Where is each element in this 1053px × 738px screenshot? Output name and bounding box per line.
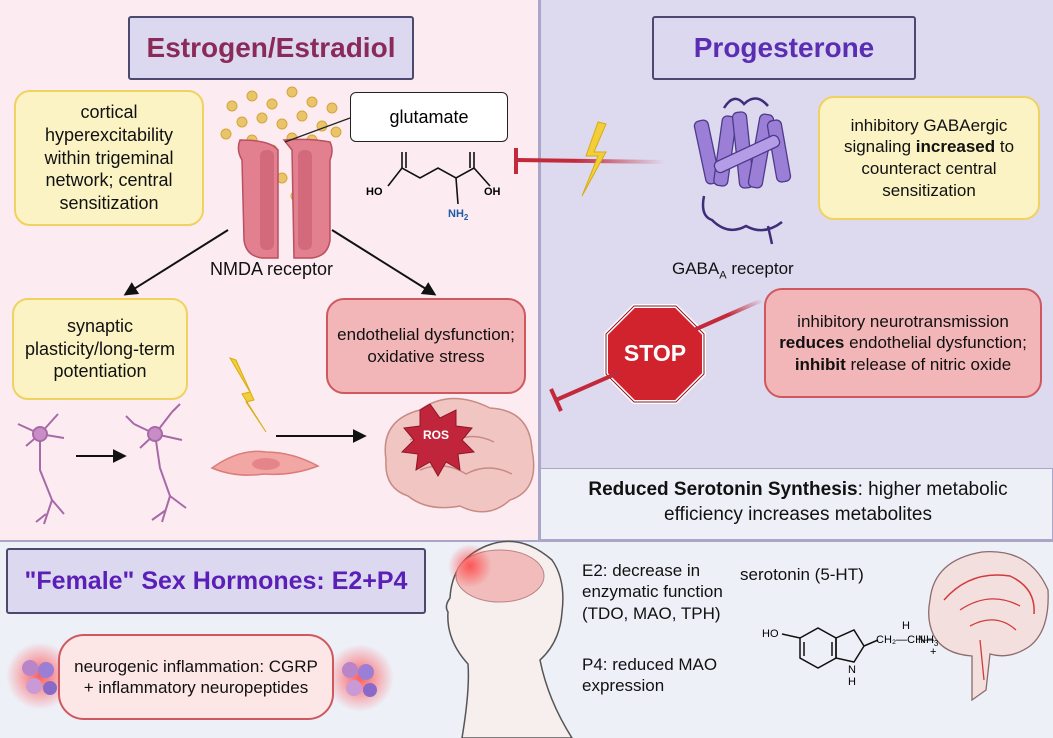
brain-icon: [384, 397, 535, 513]
gaba-label-sub: A: [719, 269, 727, 282]
synaptic-plasticity-box: synaptic plasticity/long-term potentiati…: [12, 298, 188, 400]
gaba-a-receptor-icon: [693, 97, 792, 245]
glutamate-label: glutamate: [350, 92, 508, 142]
inhibit-arrow-endothelial: [549, 298, 763, 412]
serotonin-heading-bold: Reduced Serotonin Synthesis: [588, 479, 858, 500]
gaba-box-bold: increased: [915, 137, 996, 157]
arrow-to-endothelial: [331, 229, 437, 296]
endothelial-dysfunction-box: endothelial dysfunction; oxidative stres…: [326, 298, 526, 394]
inhibitory-bold-2: inhibit: [794, 354, 846, 374]
gaba-box-text-1: inhibitory GABAergic signaling: [843, 115, 1008, 157]
serotonin-chain: CH₂—CH—: [876, 634, 935, 646]
female-hormones-title: "Female" Sex Hormones: E2+P4: [6, 548, 426, 614]
serotonin-h: H: [902, 620, 910, 632]
inhibitory-text-1: inhibitory neurotransmission: [797, 311, 1009, 331]
inhibitory-neurotransmission-box: inhibitory neurotransmission reduces end…: [764, 288, 1042, 398]
serotonin-label: serotonin (5-HT): [740, 565, 864, 584]
gaba-box-text-2: to counteract central sensitization: [861, 137, 1015, 200]
ros-label: ROS: [422, 428, 449, 442]
neurogenic-inflammation-box: neurogenic inflammation: CGRP + inflamma…: [58, 634, 334, 720]
serotonin-synthesis-heading: Reduced Serotonin Synthesis: higher meta…: [560, 478, 1036, 527]
hyperexcitability-box: cortical hyperexcitability within trigem…: [14, 90, 204, 226]
immune-cells-right-icon: [326, 644, 394, 712]
inhibitory-text-2: endothelial dysfunction;: [844, 333, 1027, 353]
head-silhouette-icon: [445, 540, 573, 738]
glutamate-ho: HO: [366, 186, 383, 198]
stop-sign-icon: [604, 304, 706, 404]
serotonin-structure-icon: [781, 627, 879, 669]
neuron-potentiated-icon: [125, 403, 187, 523]
gaba-a-receptor-label: GABAA receptor: [672, 258, 794, 283]
gabaergic-signaling-box: inhibitory GABAergic signaling increased…: [818, 96, 1040, 220]
estrogen-title: Estrogen/Estradiol: [128, 16, 414, 80]
serotonin-nh3: NH3: [918, 634, 938, 648]
stop-label: STOP: [623, 340, 687, 366]
serotonin-nh3-sub: 3: [933, 639, 939, 649]
serotonin-panel: [540, 468, 1053, 540]
glutamate-structure-icon: [387, 152, 491, 205]
ros-burst-icon: [400, 403, 476, 478]
serotonin-heading-rest: : higher metabolic efficiency increases …: [664, 479, 1008, 525]
glutamate-oh: OH: [484, 186, 501, 198]
gaba-label-main: GABA: [672, 259, 720, 278]
nmda-label: NMDA receptor: [210, 259, 334, 279]
gaba-label-rest: receptor: [726, 259, 794, 278]
lightning-bolt-icon: [228, 357, 267, 433]
progesterone-title: Progesterone: [652, 16, 916, 80]
immune-cells-left-icon: [6, 642, 74, 710]
endothelial-cell-icon: [210, 450, 320, 476]
inhibit-arrow-glutamate: [514, 148, 665, 174]
nmda-receptor-icon: [237, 117, 351, 259]
p4-text: P4: reduced MAO expression: [582, 655, 718, 696]
serotonin-n: N: [848, 664, 856, 676]
arrow-to-synaptic: [123, 229, 229, 296]
glutamate-nh2: NH2: [448, 208, 468, 222]
brain-sagittal-icon: [928, 551, 1049, 702]
glutamate-nh-sub: 2: [463, 213, 469, 223]
serotonin-ho: HO: [762, 628, 779, 640]
glutamate-nh: NH: [448, 208, 464, 220]
serotonin-nh3-text: NH: [918, 634, 934, 646]
inhibitory-text-3: release of nitric oxide: [845, 354, 1012, 374]
neuron-icon: [17, 413, 65, 525]
inhibitory-bold-1: reduces: [779, 333, 845, 353]
progesterone-lightning-icon: [581, 121, 607, 197]
e2-text: E2: decrease in enzymatic function (TDO,…: [582, 561, 723, 623]
serotonin-plus: +: [930, 646, 937, 658]
serotonin-nh: H: [848, 676, 856, 688]
